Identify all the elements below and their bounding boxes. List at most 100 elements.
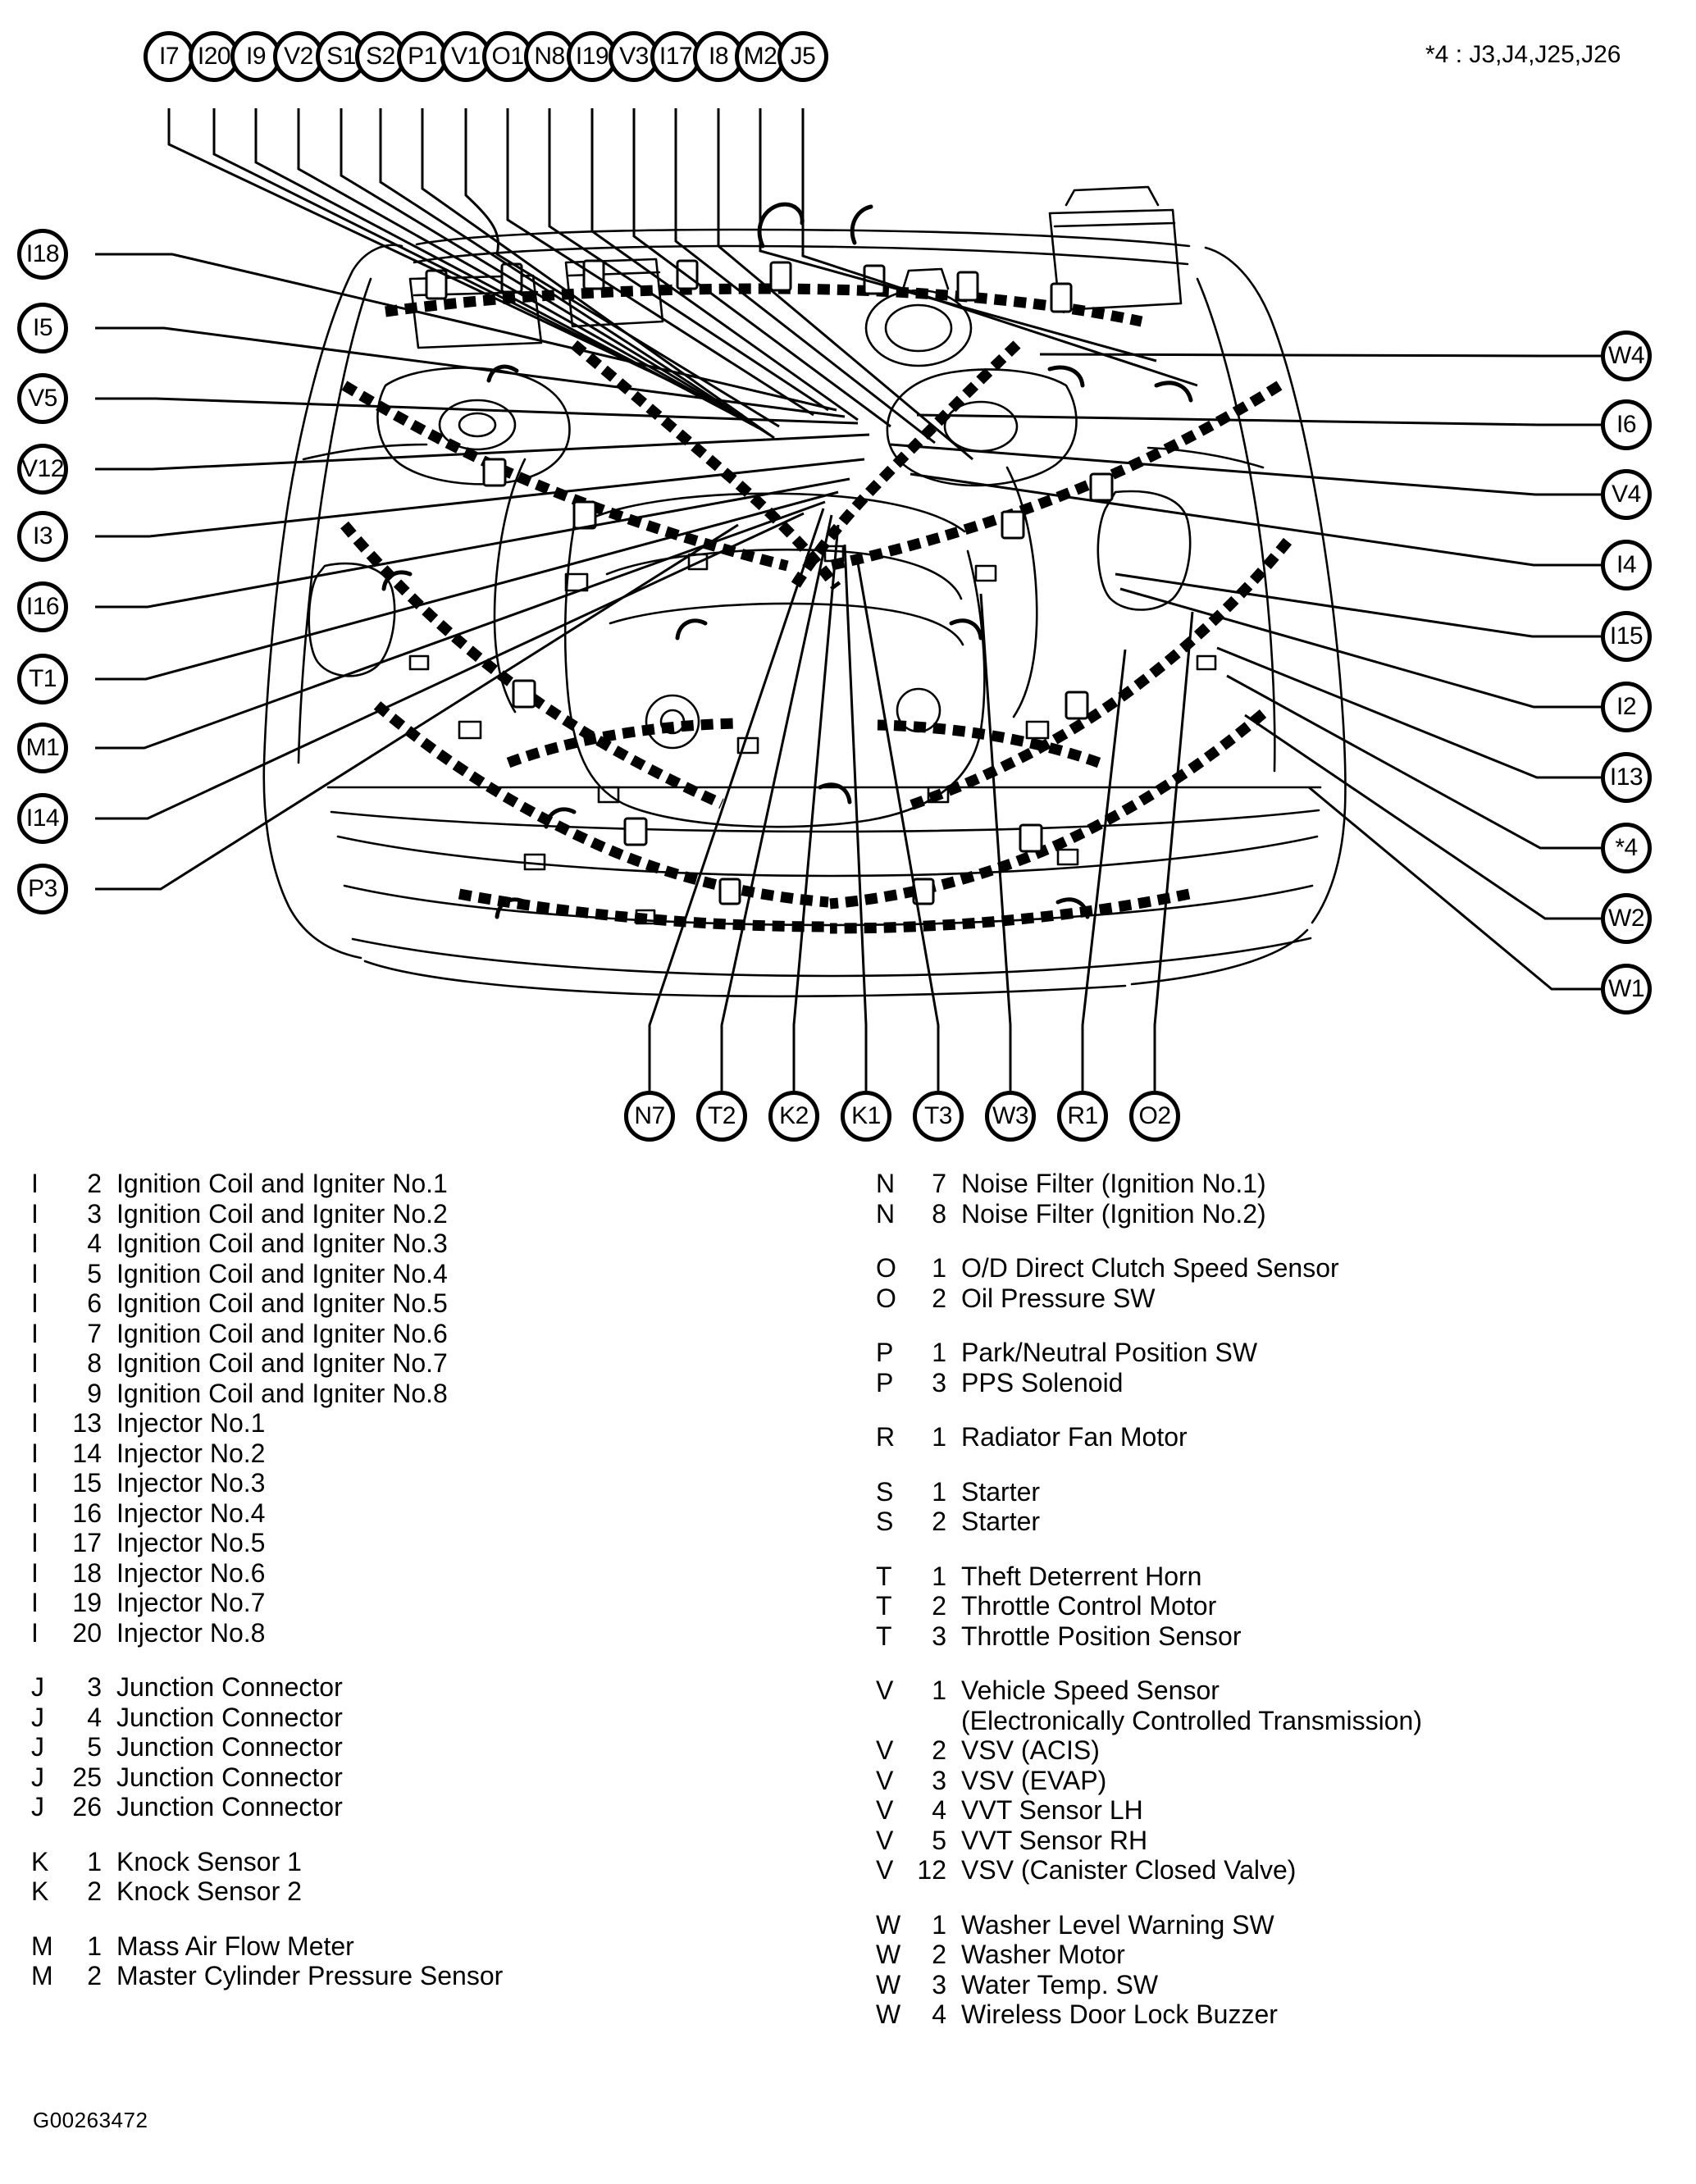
legend-number: 25 [72,1762,102,1792]
callout-i8[interactable]: I8 [693,31,744,82]
legend-number: 8 [932,1198,946,1229]
legend-desc: Injector No.3 [116,1468,266,1498]
callout-i4[interactable]: I4 [1601,540,1652,590]
legend-letter: J [31,1732,44,1762]
callout-i14[interactable]: I14 [17,793,68,844]
callout-r1[interactable]: R1 [1057,1091,1108,1142]
callout-v12[interactable]: V12 [17,444,68,495]
legend-column-left: I 2 Ignition Coil and Igniter No.1 I 3 I… [31,1169,835,2016]
legend-row: R 1 Radiator Fan Motor [876,1422,1680,1452]
callout-w3[interactable]: W3 [985,1091,1036,1142]
callout-i3[interactable]: I3 [17,511,68,562]
legend-number: 2 [87,1876,102,1906]
legend-number: 18 [72,1557,102,1588]
legend-number: 13 [72,1408,102,1438]
legend-number: 7 [932,1169,946,1198]
legend-row: I 14 Injector No.2 [31,1439,835,1469]
legend-desc: Injector No.8 [116,1617,266,1648]
callout-t3[interactable]: T3 [913,1091,964,1142]
legend-number: 12 [917,1855,946,1885]
callout-v5[interactable]: V5 [17,373,68,424]
legend-row: K 2 Knock Sensor 2 [31,1876,835,1907]
callout-t1[interactable]: T1 [17,654,68,704]
legend-desc: Knock Sensor 1 [116,1846,302,1876]
legend-letter: V [876,1765,894,1795]
legend-row: J 26 Junction Connector [31,1792,835,1822]
legend-row: I 9 Ignition Coil and Igniter No.8 [31,1379,835,1409]
legend-number: 1 [932,1476,946,1507]
legend-letter: W [876,1909,901,1940]
callout-i18[interactable]: I18 [17,229,68,280]
legend-desc: Noise Filter (Ignition No.2) [961,1198,1266,1229]
legend-letter: I [31,1528,39,1557]
callout-i2[interactable]: I2 [1601,682,1652,732]
legend-letter: I [31,1617,39,1648]
legend-number: 2 [932,1940,946,1969]
callout-i13[interactable]: I13 [1601,752,1652,803]
legend-number: 1 [87,1931,102,1961]
legend-row: I 17 Injector No.5 [31,1528,835,1558]
legend-number: 5 [87,1732,102,1762]
legend-letter: S [876,1507,894,1536]
legend-desc: Starter [961,1476,1041,1507]
connector-legend: I 2 Ignition Coil and Igniter No.1 I 3 I… [0,1169,1696,2112]
legend-group-n: N 7 Noise Filter (Ignition No.1) N 8 Noi… [876,1169,1680,1229]
legend-number: 2 [87,1961,102,1990]
legend-letter: I [31,1378,39,1408]
legend-number: 4 [87,1702,102,1732]
legend-desc: O/D Direct Clutch Speed Sensor [961,1253,1339,1283]
legend-number: 3 [932,1765,946,1795]
legend-group-m: M 1 Mass Air Flow Meter M 2 Master Cylin… [31,1931,835,1991]
callout-j5[interactable]: J5 [777,31,828,82]
callout-n7[interactable]: N7 [624,1091,675,1142]
callout-i15[interactable]: I15 [1601,611,1652,662]
callout-k1[interactable]: K1 [841,1091,891,1142]
callout-v1[interactable]: V1 [440,31,491,82]
callout-k2[interactable]: K2 [768,1091,819,1142]
callout-i16[interactable]: I16 [17,581,68,632]
legend-number: 19 [72,1588,102,1617]
legend-row: W 3 Water Temp. SW [876,1970,1680,2000]
callout-w1[interactable]: W1 [1601,964,1652,1014]
callout-m1[interactable]: M1 [17,723,68,773]
callout-i6[interactable]: I6 [1601,399,1652,450]
legend-letter: N [876,1198,896,1229]
legend-letter: K [31,1846,49,1876]
legend-number: 5 [87,1258,102,1288]
legend-group-j: J 3 Junction Connector J 4 Junction Conn… [31,1672,835,1822]
legend-desc: Junction Connector [116,1762,343,1792]
legend-desc: Injector No.2 [116,1438,266,1468]
legend-desc: Ignition Coil and Igniter No.8 [116,1378,448,1408]
legend-letter: V [876,1795,894,1825]
legend-group-p: P 1 Park/Neutral Position SW P 3 PPS Sol… [876,1338,1680,1397]
callout-i17[interactable]: I17 [650,31,701,82]
callout-i7[interactable]: I7 [144,31,194,82]
legend-number: 26 [72,1792,102,1822]
legend-row-continuation: X 0 (Electronically Controlled Transmiss… [876,1706,1680,1736]
callout-v4[interactable]: V4 [1601,469,1652,520]
legend-row: W 2 Washer Motor [876,1940,1680,1970]
callout-w2[interactable]: W2 [1601,893,1652,944]
legend-letter: W [876,1999,901,2029]
callout-p3[interactable]: P3 [17,864,68,914]
callout-s2[interactable]: S2 [355,31,406,82]
callout-w4[interactable]: W4 [1601,331,1652,381]
legend-row: N 7 Noise Filter (Ignition No.1) [876,1169,1680,1199]
callout-i5[interactable]: I5 [17,303,68,353]
legend-letter: M [31,1961,53,1990]
legend-letter: W [876,1940,901,1969]
callout-o2[interactable]: O2 [1129,1091,1180,1142]
callout-p1[interactable]: P1 [397,31,448,82]
legend-letter: W [876,1969,901,1999]
legend-group-r: R 1 Radiator Fan Motor [876,1422,1680,1452]
legend-row: I 6 Ignition Coil and Igniter No.5 [31,1288,835,1319]
legend-letter: J [31,1792,44,1822]
callout-star4[interactable]: *4 [1601,823,1652,873]
legend-letter: K [31,1876,49,1906]
legend-row: J 25 Junction Connector [31,1762,835,1793]
callout-t2[interactable]: T2 [696,1091,747,1142]
legend-desc: Oil Pressure SW [961,1283,1156,1313]
legend-letter: O [876,1283,896,1313]
legend-row: J 5 Junction Connector [31,1732,835,1762]
legend-desc: Knock Sensor 2 [116,1876,302,1906]
